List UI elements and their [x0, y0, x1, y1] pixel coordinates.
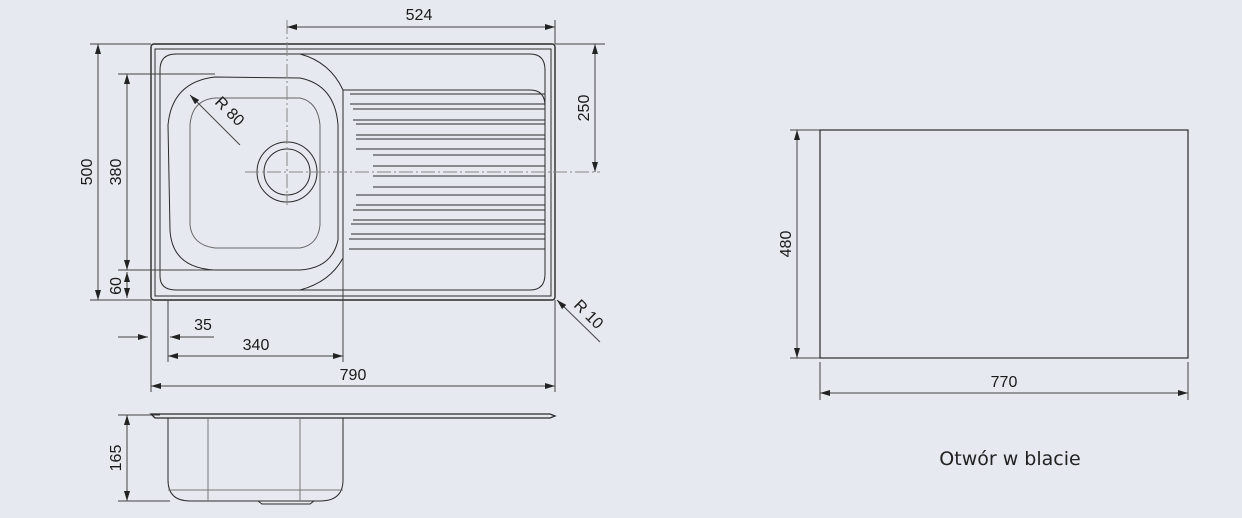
dim-35: 35	[194, 317, 212, 334]
dim-480: 480	[778, 231, 795, 258]
dim-r80: R 80	[211, 94, 247, 130]
dim-165: 165	[108, 445, 125, 472]
dim-r10: R 10	[570, 297, 606, 333]
dim-770: 770	[991, 374, 1018, 391]
dim-790: 790	[340, 367, 367, 384]
sink-top-view	[150, 20, 600, 301]
dim-340: 340	[243, 337, 270, 354]
drainer-grooves	[349, 93, 545, 250]
sink-side-view	[149, 413, 557, 505]
dim-500: 500	[79, 159, 96, 186]
dim-60: 60	[108, 277, 125, 295]
countertop-cutout	[790, 129, 1189, 400]
dim-250: 250	[576, 95, 593, 122]
dim-380: 380	[108, 159, 125, 186]
dim-524: 524	[406, 7, 433, 24]
cutout-caption: Otwór w blacie	[939, 448, 1081, 470]
